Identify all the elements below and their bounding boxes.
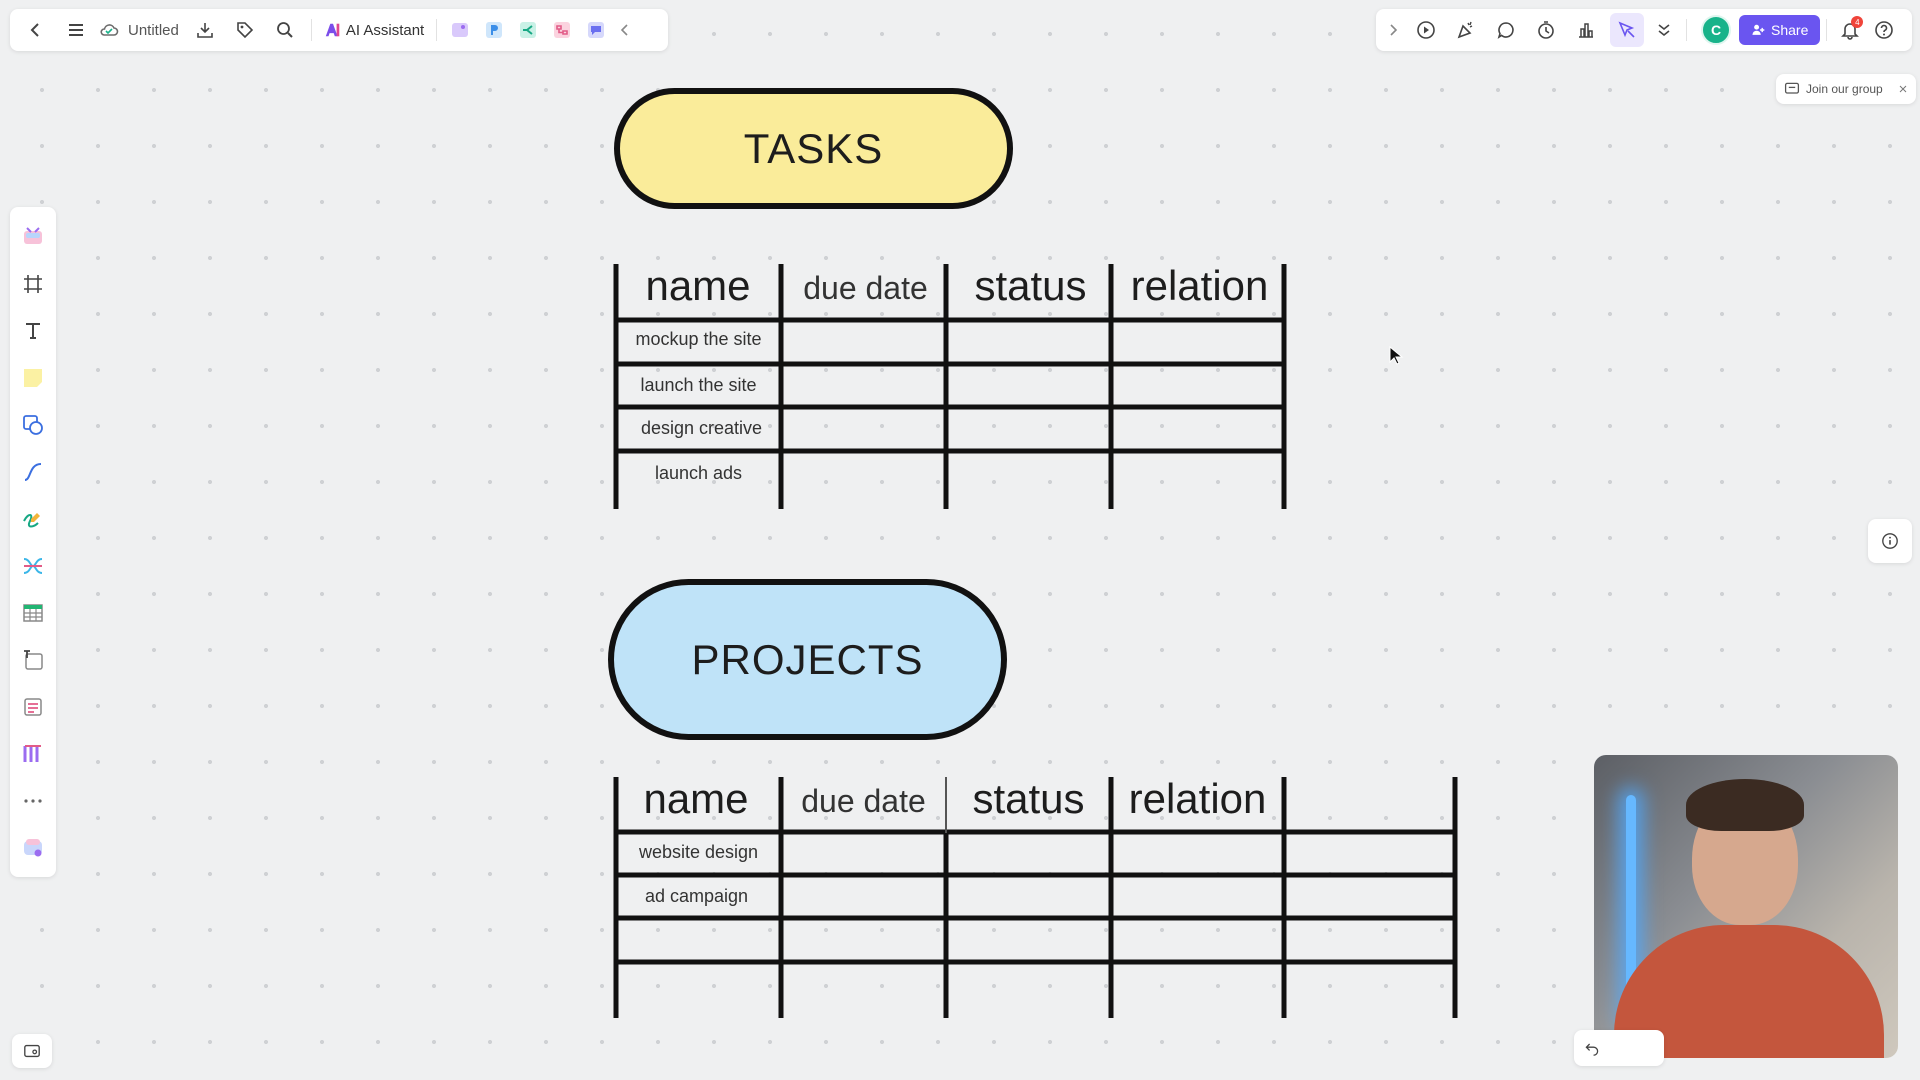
- sticky-note-icon[interactable]: [9, 354, 57, 401]
- more-chevron-icon[interactable]: [1648, 10, 1680, 50]
- connector-line-icon[interactable]: [9, 448, 57, 495]
- neon-light: [1626, 795, 1636, 1025]
- divider: [1826, 19, 1828, 41]
- templates-icon[interactable]: [9, 213, 57, 260]
- share-label: Share: [1771, 22, 1809, 38]
- more-tools-icon[interactable]: [9, 777, 57, 824]
- mouse-cursor-icon: [1389, 346, 1404, 365]
- ai-assistant-label: AI Assistant: [345, 21, 425, 39]
- flowchart-icon[interactable]: [545, 10, 579, 50]
- expand-toolbar-icon[interactable]: [1380, 10, 1406, 50]
- celebrate-icon[interactable]: [1446, 10, 1486, 50]
- notification-bell-icon[interactable]: 4: [1833, 10, 1867, 50]
- tasks-table-grid[interactable]: [612, 262, 1292, 512]
- join-group-banner[interactable]: Join our group: [1776, 74, 1916, 104]
- chat-icon[interactable]: [579, 10, 613, 50]
- tasks-title: TASKS: [743, 124, 884, 172]
- info-icon: [1882, 533, 1898, 549]
- minimap-icon: [24, 1044, 40, 1058]
- text-icon[interactable]: [9, 307, 57, 354]
- share-button[interactable]: Share: [1739, 15, 1821, 45]
- frame-icon[interactable]: [9, 260, 57, 307]
- join-group-label: Join our group: [1806, 82, 1883, 96]
- undo-icon[interactable]: [1584, 1040, 1600, 1056]
- info-button[interactable]: [1868, 519, 1912, 563]
- projects-row-name[interactable]: website design: [638, 842, 759, 862]
- presentation-icon[interactable]: [477, 10, 511, 50]
- projects-header-relation: relation: [1128, 775, 1267, 822]
- tasks-header-relation: relation: [1130, 262, 1269, 309]
- add-user-icon: [1752, 24, 1765, 35]
- tasks-row-name[interactable]: launch the site: [640, 375, 757, 395]
- divider: [436, 19, 438, 41]
- tasks-row-name[interactable]: launch ads: [654, 463, 743, 483]
- top-right-toolbar: C Share 4: [1376, 9, 1912, 51]
- avatar[interactable]: C: [1701, 15, 1731, 45]
- undo-redo-bar: [1574, 1030, 1664, 1066]
- projects-header-due-date: due date: [801, 783, 926, 819]
- image-gen-icon[interactable]: [443, 10, 477, 50]
- close-icon[interactable]: [1898, 84, 1908, 94]
- tag-icon[interactable]: [225, 10, 265, 50]
- projects-header-name: name: [643, 775, 749, 822]
- tasks-header-name: name: [645, 262, 751, 309]
- download-icon[interactable]: [185, 10, 225, 50]
- comment-icon[interactable]: [1486, 10, 1526, 50]
- tasks-header-status: status: [974, 262, 1087, 309]
- cloud-sync-icon: [96, 10, 122, 50]
- notification-count: 4: [1851, 16, 1864, 28]
- text-box-icon[interactable]: [9, 636, 57, 683]
- shapes-icon[interactable]: [9, 401, 57, 448]
- mindmap-tool-icon[interactable]: [9, 542, 57, 589]
- menu-icon[interactable]: [56, 10, 96, 50]
- kanban-icon[interactable]: [9, 730, 57, 777]
- tasks-header-due-date: due date: [803, 270, 928, 306]
- mindmap-icon[interactable]: [511, 10, 545, 50]
- projects-header-status: status: [972, 775, 1085, 822]
- search-icon[interactable]: [265, 10, 305, 50]
- divider: [1686, 19, 1687, 41]
- cursor-follow-icon[interactable]: [1610, 13, 1644, 47]
- ai-logo-icon: [325, 23, 340, 37]
- play-icon[interactable]: [1406, 10, 1446, 50]
- presenter-hair: [1686, 779, 1804, 831]
- table-tool-icon[interactable]: [9, 589, 57, 636]
- tasks-title-pill[interactable]: TASKS: [614, 88, 1013, 209]
- group-chat-icon: [1784, 82, 1800, 94]
- projects-row-name[interactable]: ad campaign: [644, 886, 749, 906]
- vote-icon[interactable]: [1566, 10, 1606, 50]
- help-icon[interactable]: [1867, 10, 1901, 50]
- left-toolbar: [10, 207, 56, 877]
- back-icon[interactable]: [16, 10, 56, 50]
- projects-table-grid[interactable]: [612, 775, 1462, 1020]
- timer-icon[interactable]: [1526, 10, 1566, 50]
- projects-title-pill[interactable]: PROJECTS: [608, 579, 1007, 740]
- pen-icon[interactable]: [9, 495, 57, 542]
- presenter-video: [1594, 755, 1898, 1058]
- minimap-button[interactable]: [12, 1034, 52, 1068]
- top-left-toolbar: Untitled AI Assistant: [10, 9, 668, 51]
- collapse-toolbar-icon[interactable]: [613, 10, 637, 50]
- projects-title: PROJECTS: [691, 635, 924, 683]
- divider: [310, 19, 312, 41]
- apps-icon[interactable]: [9, 824, 57, 871]
- tasks-row-name[interactable]: design creative: [640, 418, 763, 438]
- list-icon[interactable]: [9, 683, 57, 730]
- tasks-row-name[interactable]: mockup the site: [635, 329, 762, 349]
- ai-assistant-button[interactable]: AI Assistant: [318, 21, 430, 39]
- file-title[interactable]: Untitled: [128, 21, 179, 39]
